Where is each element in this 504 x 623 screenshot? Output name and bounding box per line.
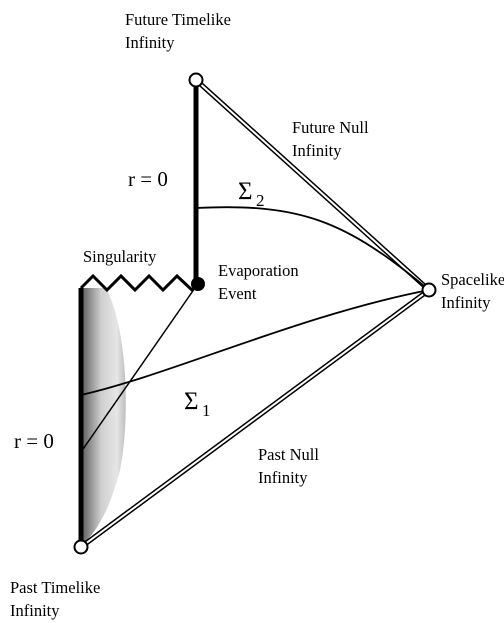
sigma2-subscript: 2: [256, 191, 265, 210]
evaporation-label-line2: Event: [218, 284, 257, 303]
future-null-label-line1: Future Null: [292, 118, 369, 137]
sigma1-hypersurface: [80, 289, 430, 396]
future-null-label-line2: Infinity: [292, 141, 342, 160]
spacelike-infinity-node: [421, 282, 437, 298]
past-null-label-line2: Infinity: [258, 468, 308, 487]
future-timelike-label-line1: Future Timelike: [125, 10, 231, 29]
event-horizon-line: [80, 284, 198, 453]
singularity-label: Singularity: [83, 247, 157, 266]
sigma1-subscript: 1: [202, 401, 211, 420]
r0-upper-label: r = 0: [128, 167, 168, 191]
past-null-label-line1: Past Null: [258, 445, 319, 464]
spacelike-label-line2: Infinity: [441, 293, 491, 312]
collapsing-matter-region: [81, 288, 126, 545]
past-timelike-label-line1: Past Timelike: [10, 578, 100, 597]
evaporation-label-line1: Evaporation: [218, 261, 299, 280]
singularity-zigzag: [79, 273, 199, 293]
spacelike-label-line1: Spacelike: [441, 270, 504, 289]
sigma2-hypersurface: [195, 206, 430, 291]
future-timelike-infinity-node: [188, 72, 204, 88]
sigma1-symbol: Σ: [184, 388, 199, 415]
past-timelike-label-line2: Infinity: [10, 601, 60, 620]
r0-lower-label: r = 0: [14, 429, 54, 453]
past-timelike-infinity-node: [73, 539, 89, 555]
sigma2-symbol: Σ: [238, 178, 253, 205]
future-timelike-label-line2: Infinity: [125, 33, 175, 52]
evaporation-event-dot: [191, 277, 205, 291]
